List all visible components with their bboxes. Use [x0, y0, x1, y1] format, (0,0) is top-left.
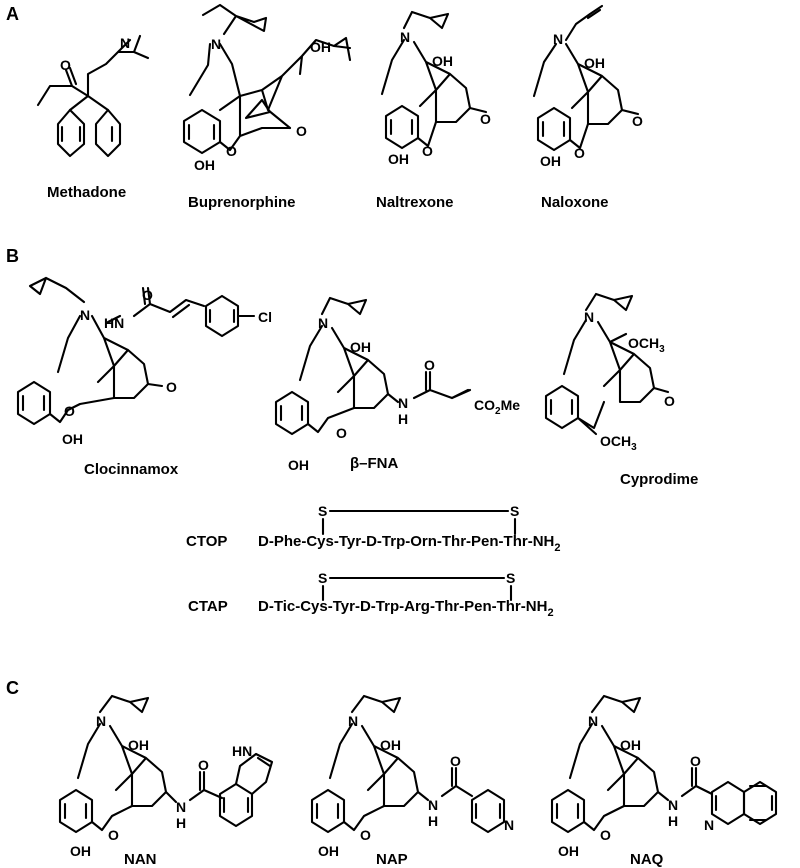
clocinnamox-oring: O	[64, 403, 75, 419]
ctop-peptide: S S CTOP D-Phe-Cys-Tyr-D-Trp-Orn-Thr-Pen…	[186, 503, 561, 554]
naq-isoquinoline-n: N	[704, 817, 714, 833]
ctap-label: CTAP	[188, 598, 228, 615]
naq-nh-h: H	[668, 813, 678, 829]
naq-amide-o: O	[690, 753, 701, 769]
naq-oring: O	[600, 827, 611, 843]
beta-fna-n: N	[318, 315, 328, 331]
clocinnamox-cl: Cl	[258, 309, 272, 325]
nap-pyridine-n: N	[504, 817, 514, 833]
compound-name-beta-fna: β–FNA	[350, 455, 398, 472]
methadone-o: O	[60, 57, 71, 73]
ctap-peptide: S S CTAP D-Tic-Cys-Tyr-D-Trp-Arg-Thr-Pen…	[188, 570, 554, 619]
ctap-bridge-s-right: S	[506, 570, 515, 586]
clocinnamox-phenol: OH	[62, 431, 83, 447]
clocinnamox-n: N	[80, 307, 90, 323]
compound-name-methadone: Methadone	[47, 184, 126, 201]
panel-label-a: A	[6, 4, 19, 24]
beta-fna-oh: OH	[350, 339, 371, 355]
ctop-sequence: D-Phe-Cys-Tyr-D-Trp-Orn-Thr-Pen-Thr-NH2	[258, 533, 561, 554]
beta-fna-nh-h: H	[398, 411, 408, 427]
cyprodime-structure: N OCH3 O OCH3	[544, 292, 675, 453]
nap-phenol: OH	[318, 843, 339, 859]
naltrexone-oring: O	[422, 143, 433, 159]
nap-oh: OH	[380, 737, 401, 753]
naloxone-phenol: OH	[540, 153, 561, 169]
naq-oh: OH	[620, 737, 641, 753]
naq-n: N	[588, 713, 598, 729]
naloxone-structure: N OH O O OH	[532, 4, 643, 169]
ctop-bridge-s-left: S	[318, 503, 327, 519]
buprenorphine-structure: N OH O O OH	[182, 3, 352, 173]
nap-n: N	[348, 713, 358, 729]
compound-name-buprenorphine: Buprenorphine	[188, 194, 296, 211]
naq-nh-n: N	[668, 797, 678, 813]
ctop-bridge-s-right: S	[510, 503, 519, 519]
buprenorphine-n: N	[211, 36, 221, 52]
ctap-bridge-s-left: S	[318, 570, 327, 586]
nan-n: N	[96, 713, 106, 729]
cyprodime-och3-top: OCH3	[628, 335, 665, 355]
naltrexone-phenol: OH	[388, 151, 409, 167]
nan-indole-hn: HN	[232, 743, 252, 759]
cyprodime-n: N	[584, 309, 594, 325]
beta-fna-nh-n: N	[398, 395, 408, 411]
clocinnamox-amide-o: O	[142, 287, 153, 303]
naltrexone-ketone: O	[480, 111, 491, 127]
nan-phenol: OH	[70, 843, 91, 859]
nan-nh-n: N	[176, 799, 186, 815]
naloxone-oring: O	[574, 145, 585, 161]
buprenorphine-oring: O	[226, 143, 237, 159]
naltrexone-n: N	[400, 29, 410, 45]
nap-amide-o: O	[450, 753, 461, 769]
naq-phenol: OH	[558, 843, 579, 859]
panel-label-b: B	[6, 246, 19, 266]
nan-oring: O	[108, 827, 119, 843]
panel-label-c: C	[6, 678, 19, 698]
beta-fna-structure: N OH N H O CO2Me O OH	[274, 296, 520, 473]
naltrexone-oh: OH	[432, 53, 453, 69]
compound-name-naloxone: Naloxone	[541, 194, 609, 211]
clocinnamox-hn: HN	[104, 315, 124, 331]
beta-fna-amide-o: O	[424, 357, 435, 373]
beta-fna-phenol: OH	[288, 457, 309, 473]
nap-oring: O	[360, 827, 371, 843]
clocinnamox-ketone: O	[166, 379, 177, 395]
naloxone-oh: OH	[584, 55, 605, 71]
naloxone-ketone: O	[632, 113, 643, 129]
compound-name-nan: NAN	[124, 851, 157, 868]
ctop-label: CTOP	[186, 533, 227, 550]
buprenorphine-oh: OH	[310, 39, 331, 55]
compound-name-naltrexone: Naltrexone	[376, 194, 454, 211]
naloxone-n: N	[553, 31, 563, 47]
beta-fna-oring: O	[336, 425, 347, 441]
ctap-sequence: D-Tic-Cys-Tyr-D-Trp-Arg-Thr-Pen-Thr-NH2	[258, 598, 554, 619]
cyprodime-ketone: O	[664, 393, 675, 409]
nan-nh-h: H	[176, 815, 186, 831]
cyprodime-och3-bottom: OCH3	[600, 433, 637, 453]
nan-oh: OH	[128, 737, 149, 753]
clocinnamox-structure: N HN O Cl O O OH	[16, 276, 272, 447]
methadone-n: N	[120, 35, 130, 51]
beta-fna-ester: CO2Me	[474, 397, 520, 417]
compound-name-naq: NAQ	[630, 851, 664, 868]
methadone-structure: O N	[36, 34, 150, 158]
nap-structure: N OH N H O N O OH	[310, 694, 514, 859]
naltrexone-structure: N OH O O OH	[380, 10, 491, 167]
buprenorphine-ome: O	[296, 123, 307, 139]
compound-name-nap: NAP	[376, 851, 408, 868]
nap-nh-h: H	[428, 813, 438, 829]
buprenorphine-phenol: OH	[194, 157, 215, 173]
naq-structure: N OH N H O N O OH	[550, 694, 778, 859]
compound-name-cyprodime: Cyprodime	[620, 471, 698, 488]
compound-name-clocinnamox: Clocinnamox	[84, 461, 179, 478]
nan-amide-o: O	[198, 757, 209, 773]
nap-nh-n: N	[428, 797, 438, 813]
nan-structure: N OH N H O HN O OH	[58, 694, 274, 859]
